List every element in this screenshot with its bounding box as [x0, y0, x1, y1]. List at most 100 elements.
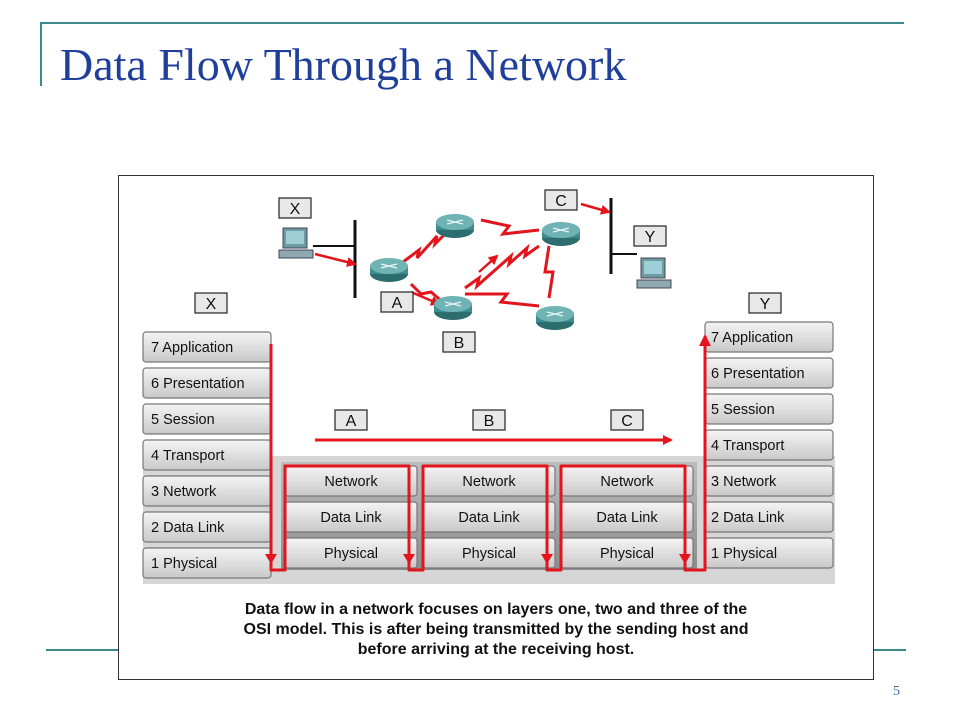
label-text: B	[454, 335, 465, 352]
layer-label: Physical	[600, 546, 654, 562]
pc-screen	[644, 261, 662, 274]
label-text: A	[346, 413, 357, 430]
label-box	[194, 292, 228, 314]
flow-arrow-c	[580, 202, 611, 215]
layer-1-physical: 1 Physical	[142, 547, 272, 579]
layer-3-network: 3 Network	[704, 465, 834, 497]
label-box	[544, 189, 578, 211]
layer-6-presentation: 6 Presentation	[142, 367, 272, 399]
layer-label: 4 Transport	[711, 438, 784, 454]
topology-label-y: Y	[633, 225, 667, 247]
page-number: 5	[893, 684, 900, 699]
router-arrows	[546, 311, 564, 317]
top-rule	[40, 22, 904, 24]
router-a-icon	[370, 258, 408, 282]
label-box	[610, 409, 644, 431]
layer-label: 5 Session	[711, 402, 775, 418]
link-b-c	[464, 243, 540, 291]
router-c-icon	[542, 222, 580, 246]
router-arrows	[380, 263, 398, 269]
router-top-icon	[436, 214, 474, 238]
layer-6-presentation: 6 Presentation	[704, 357, 834, 389]
left-rule	[40, 22, 42, 86]
link-a-top	[402, 226, 453, 264]
layer-label: 3 Network	[711, 474, 777, 490]
host-x-stack: 7 Application 6 Presentation 5 Session 4 Tr…	[142, 331, 272, 579]
host-y-stack: 7 Application 6 Presentation 5 Session 4 Tr…	[704, 321, 834, 569]
caption-line-3: before arriving at the receiving host.	[357, 641, 635, 658]
label-box	[278, 197, 312, 219]
layer-2-data-link: 2 Data Link	[142, 511, 272, 543]
layer-7-application: 7 Application	[142, 331, 272, 363]
label-box	[334, 409, 368, 431]
topology-label-b: B	[442, 331, 476, 353]
layer-5-session: 5 Session	[704, 393, 834, 425]
flow-down-arrow	[541, 554, 553, 564]
layer-label: 7 Application	[151, 340, 233, 356]
layer-network: Network	[284, 465, 418, 497]
layer-network: Network	[422, 465, 556, 497]
host-y-label: Y	[748, 292, 782, 314]
layer-physical: Physical	[284, 537, 418, 569]
layer-4-transport: 4 Transport	[704, 429, 834, 461]
layer-label: 4 Transport	[151, 448, 224, 464]
label-box	[442, 331, 476, 353]
label-text: C	[621, 413, 633, 430]
layer-1-physical: 1 Physical	[704, 537, 834, 569]
pc-screen	[286, 231, 304, 244]
flow-down-arrow	[265, 554, 277, 564]
label-box	[472, 409, 506, 431]
flow-down-arrow	[403, 554, 415, 564]
layer-data-link: Data Link	[422, 501, 556, 533]
layer-label: Data Link	[320, 510, 382, 526]
link-b-right	[465, 292, 540, 308]
layer-5-session: 5 Session	[142, 403, 272, 435]
router-arrows	[446, 219, 464, 225]
layer-label: 2 Data Link	[711, 510, 785, 526]
layer-data-link: Data Link	[560, 501, 694, 533]
caption-line-2: OSI model. This is after being transmitt…	[243, 621, 749, 638]
layer-label: 1 Physical	[711, 546, 777, 562]
label-box	[748, 292, 782, 314]
layer-label: Network	[462, 474, 516, 490]
layer-label: 5 Session	[151, 412, 215, 428]
router-right-icon	[536, 306, 574, 330]
layer-label: Network	[600, 474, 654, 490]
host-x-label: X	[194, 292, 228, 314]
layer-label: 3 Network	[151, 484, 217, 500]
label-text: Y	[645, 229, 656, 246]
topology-label-c: C	[544, 189, 578, 211]
label-text: Y	[760, 296, 771, 313]
slide-title: Data Flow Through a Network	[60, 39, 627, 90]
label-box	[633, 225, 667, 247]
router-arrows	[444, 301, 462, 307]
label-text: X	[206, 296, 217, 313]
layer-7-application: 7 Application	[704, 321, 834, 353]
link-top-c	[480, 218, 540, 236]
layer-label: 6 Presentation	[711, 366, 805, 382]
layer-2-data-link: 2 Data Link	[704, 501, 834, 533]
layer-label: 2 Data Link	[151, 520, 225, 536]
layer-label: Physical	[462, 546, 516, 562]
label-text: A	[392, 295, 403, 312]
layer-label: 1 Physical	[151, 556, 217, 572]
layer-network: Network	[560, 465, 694, 497]
flow-arrow-a	[410, 290, 441, 306]
figure-caption: Data flow in a network focuses on layers…	[119, 600, 873, 660]
layer-data-link: Data Link	[284, 501, 418, 533]
topology-label-a: A	[380, 291, 414, 313]
layer-label: Data Link	[458, 510, 520, 526]
pc-base	[636, 279, 672, 289]
caption-line-1: Data flow in a network focuses on layers…	[244, 601, 748, 618]
label-text: B	[484, 413, 495, 430]
layer-physical: Physical	[422, 537, 556, 569]
pc-base	[278, 249, 314, 259]
link-c-right	[543, 245, 555, 299]
data-flow-path	[269, 336, 707, 572]
pc-y-icon	[636, 257, 672, 289]
layer-label: Data Link	[596, 510, 658, 526]
